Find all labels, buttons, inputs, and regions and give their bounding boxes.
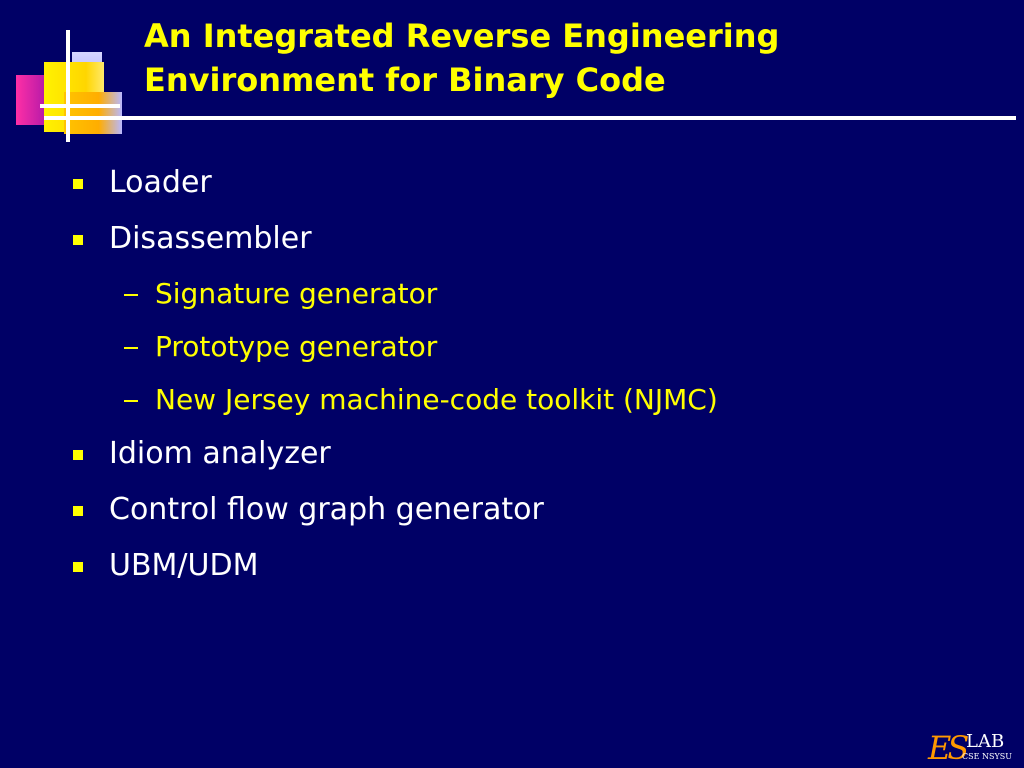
decorative-horizontal-line — [40, 104, 120, 108]
sub-bullet-item: Signature generator — [72, 270, 1002, 323]
square-bullet-icon — [73, 179, 83, 189]
eslab-logo: ES LAB CSE NSYSU — [926, 730, 1018, 766]
slide-title-line-2: Environment for Binary Code — [144, 61, 666, 99]
logo-mark: ES — [928, 729, 969, 767]
sub-bullet-text: Signature generator — [155, 277, 438, 310]
decorative-orange-square — [64, 92, 122, 134]
decorative-vertical-line — [66, 30, 70, 142]
bullet-text: Idiom analyzer — [109, 436, 331, 471]
square-bullet-icon — [73, 235, 83, 245]
bullet-item: Idiom analyzer — [72, 429, 1002, 485]
bullet-item: Disassembler — [72, 214, 1002, 270]
dash-bullet-icon — [124, 294, 138, 296]
logo-name: LAB — [966, 731, 1005, 752]
square-bullet-icon — [73, 562, 83, 572]
dash-bullet-icon — [124, 400, 138, 402]
title-underline — [44, 116, 1016, 120]
sub-bullet-item: New Jersey machine-code toolkit (NJMC) — [72, 376, 1002, 429]
square-bullet-icon — [73, 450, 83, 460]
bullet-item: Control flow graph generator — [72, 485, 1002, 541]
square-bullet-icon — [73, 506, 83, 516]
sub-bullet-item: Prototype generator — [72, 323, 1002, 376]
dash-bullet-icon — [124, 347, 138, 349]
bullet-item: Loader — [72, 158, 1002, 214]
logo-subtitle: CSE NSYSU — [962, 752, 1012, 761]
slide-title-line-1: An Integrated Reverse Engineering — [144, 17, 780, 55]
bullet-text: UBM/UDM — [109, 548, 259, 583]
sub-bullet-text: New Jersey machine-code toolkit (NJMC) — [155, 383, 718, 416]
bullet-list: Loader Disassembler Signature generator … — [72, 158, 1002, 597]
bullet-item: UBM/UDM — [72, 541, 1002, 597]
sub-bullet-text: Prototype generator — [155, 330, 438, 363]
bullet-text: Control flow graph generator — [109, 492, 544, 527]
bullet-text: Loader — [109, 165, 212, 200]
slide-title: An Integrated Reverse Engineering Enviro… — [144, 14, 1004, 102]
bullet-text: Disassembler — [109, 221, 312, 256]
